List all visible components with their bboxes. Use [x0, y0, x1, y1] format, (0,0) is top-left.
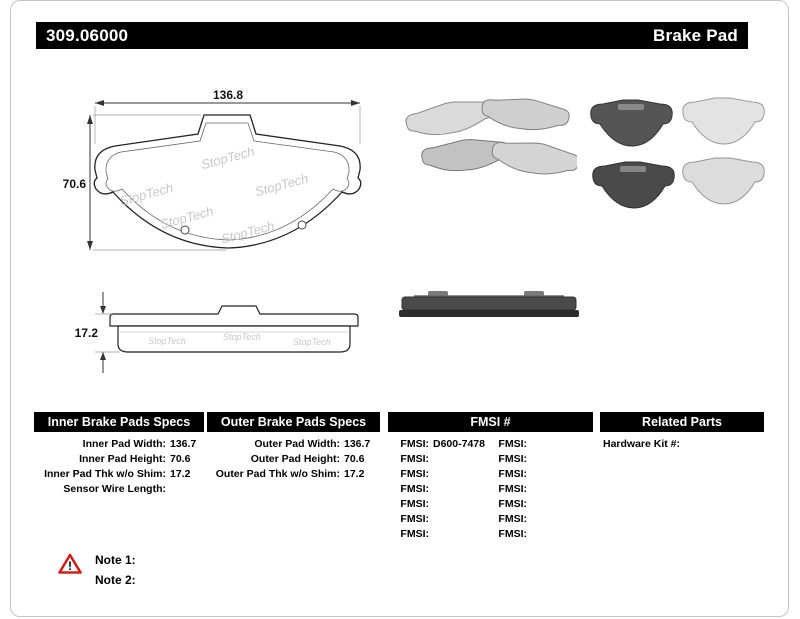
spec-label: Inner Pad Width: — [82, 438, 166, 450]
pad-side-backing-plate — [109, 305, 359, 327]
spec-label: Sensor Wire Length: — [63, 483, 166, 495]
watermark-text: StopTech — [293, 337, 331, 347]
note-1-label: Note 1: — [95, 553, 136, 567]
spec-label: Inner Pad Thk w/o Shim: — [44, 468, 166, 480]
fmsi-value — [527, 512, 593, 527]
spec-value — [166, 482, 204, 497]
table-row: Outer Pad Width: 136.7 — [207, 437, 380, 452]
spec-value — [680, 437, 764, 452]
page-border — [10, 0, 789, 617]
part-number: 309.06000 — [46, 25, 129, 45]
width-dimension-label: 136.8 — [213, 88, 243, 102]
fmsi-label: FMSI: — [498, 453, 527, 465]
fmsi-value — [527, 437, 593, 452]
fmsi-label: FMSI: — [400, 483, 429, 495]
pad-edge-photo — [399, 291, 579, 317]
table-row: Outer Pad Thk w/o Shim: 17.2 — [207, 467, 380, 482]
table-row: FMSI: FMSI: — [388, 512, 593, 527]
outer-specs-table: Outer Brake Pads Specs Outer Pad Width: … — [207, 412, 380, 482]
note-2-label: Note 2: — [95, 573, 136, 587]
fmsi-label: FMSI: — [400, 453, 429, 465]
fmsi-label: FMSI: — [400, 513, 429, 525]
fmsi-label: FMSI: — [400, 528, 429, 540]
fmsi-value — [527, 482, 593, 497]
fmsi-value — [429, 512, 493, 527]
spec-label: Outer Pad Width: — [254, 438, 340, 450]
product-type-title: Brake Pad — [653, 25, 738, 45]
table-row: Sensor Wire Length: — [34, 482, 204, 497]
fmsi-label: FMSI: — [400, 498, 429, 510]
header-bar: 309.06000 Brake Pad — [36, 22, 748, 49]
spec-label: Outer Pad Thk w/o Shim: — [215, 468, 340, 480]
related-parts-table: Related Parts Hardware Kit #: — [600, 412, 764, 452]
table-row: FMSI: FMSI: — [388, 467, 593, 482]
fmsi-header: FMSI # — [388, 412, 593, 432]
table-row: FMSI: D600-7478 FMSI: — [388, 437, 593, 452]
spec-value: 136.7 — [344, 438, 371, 450]
fmsi-label: FMSI: — [498, 513, 527, 525]
height-dimension-label: 70.6 — [63, 177, 87, 191]
inner-specs-header: Inner Brake Pads Specs — [34, 412, 204, 432]
pad-inner-contour — [105, 122, 350, 241]
fmsi-table: FMSI # FMSI: D600-7478 FMSI: FMSI: FMSI: … — [388, 412, 593, 542]
table-row: Hardware Kit #: — [600, 437, 764, 452]
spec-label: Inner Pad Height: — [79, 453, 166, 465]
fmsi-value — [527, 452, 593, 467]
fmsi-label: FMSI: — [400, 438, 429, 450]
pad-front-outline — [93, 114, 362, 249]
thickness-dimension-label: 17.2 — [75, 326, 99, 340]
pad-side-friction — [117, 325, 351, 353]
pad-set-photo — [405, 98, 577, 175]
brake-pad-technical-drawing: 136.8 70.6 StopTech StopTech StopTech St… — [63, 88, 362, 373]
fmsi-label: FMSI: — [498, 438, 527, 450]
table-row: FMSI: FMSI: — [388, 527, 593, 542]
spec-label: Outer Pad Height: — [250, 453, 340, 465]
fmsi-value — [429, 452, 493, 467]
table-row: Inner Pad Thk w/o Shim: 17.2 — [34, 467, 204, 482]
fmsi-label: FMSI: — [400, 468, 429, 480]
table-row: FMSI: FMSI: — [388, 482, 593, 497]
fmsi-value — [429, 527, 493, 542]
related-parts-header: Related Parts — [600, 412, 764, 432]
spec-value: 17.2 — [170, 468, 191, 480]
fmsi-value — [527, 497, 593, 512]
inner-specs-rows: Inner Pad Width: 136.7 Inner Pad Height:… — [34, 432, 204, 497]
inner-specs-table: Inner Brake Pads Specs Inner Pad Width: … — [34, 412, 204, 497]
fmsi-value — [527, 467, 593, 482]
fmsi-value — [429, 482, 493, 497]
outer-specs-header: Outer Brake Pads Specs — [207, 412, 380, 432]
table-row: FMSI: FMSI: — [388, 452, 593, 467]
table-row: Inner Pad Width: 136.7 — [34, 437, 204, 452]
spec-value: 70.6 — [170, 453, 191, 465]
spec-label: Hardware Kit #: — [603, 438, 681, 450]
watermark-text: StopTech — [223, 332, 261, 342]
outer-specs-rows: Outer Pad Width: 136.7 Outer Pad Height:… — [207, 432, 380, 482]
related-parts-rows: Hardware Kit #: — [600, 432, 764, 452]
table-row: Inner Pad Height: 70.6 — [34, 452, 204, 467]
fmsi-value — [429, 497, 493, 512]
fmsi-value — [429, 467, 493, 482]
watermark-text: StopTech — [148, 336, 186, 346]
fmsi-value — [527, 527, 593, 542]
fmsi-label: FMSI: — [498, 483, 527, 495]
fmsi-rows: FMSI: D600-7478 FMSI: FMSI: FMSI: FMSI: F… — [388, 432, 593, 542]
fmsi-value: D600-7478 — [433, 438, 485, 450]
fmsi-label: FMSI: — [498, 528, 527, 540]
table-row: FMSI: FMSI: — [388, 497, 593, 512]
table-row: Outer Pad Height: 70.6 — [207, 452, 380, 467]
warning-icon: ! — [58, 553, 82, 574]
spec-value: 136.7 — [170, 438, 197, 450]
svg-text:!: ! — [68, 559, 72, 573]
pad-quad-photo — [590, 97, 765, 209]
fmsi-label: FMSI: — [498, 468, 527, 480]
fmsi-label: FMSI: — [498, 498, 527, 510]
spec-value: 70.6 — [344, 453, 365, 465]
spec-value: 17.2 — [344, 468, 365, 480]
